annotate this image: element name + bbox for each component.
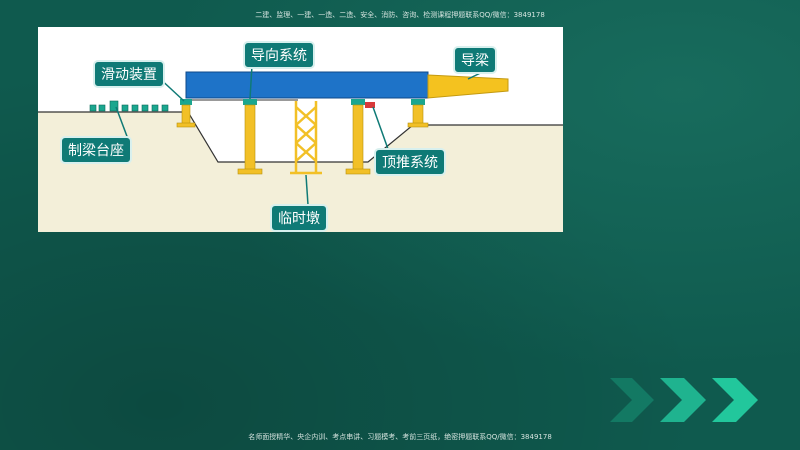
bottom-watermark: 名师面授精华、央企内训、考点串讲、习题模考、考前三页纸，绝密押题联系QQ/微信：… (248, 433, 552, 441)
top-watermark: 二建、监理、一建、一造、二造、安全、消防、咨询、检测课程押题联系QQ/微信：38… (255, 11, 545, 19)
incremental-launching-diagram: 滑动装置 导向系统 导梁 制梁台座 顶推系统 临时墩 (38, 27, 563, 232)
decorative-chevrons (610, 378, 758, 422)
guide-girder (427, 74, 509, 99)
guide-system-label: 导向系统 (243, 41, 315, 69)
diagram-svg (38, 64, 563, 232)
sliding-device-label: 滑动装置 (93, 60, 165, 88)
guide-girder-label: 导梁 (453, 46, 497, 74)
chevron-icon (660, 378, 706, 422)
temporary-pier (290, 101, 322, 175)
pier-jacking (345, 99, 375, 175)
pier-end (407, 99, 429, 128)
chevron-icon (610, 378, 654, 422)
casting-platform-label: 制梁台座 (60, 136, 132, 164)
pier-guide (237, 99, 263, 175)
casting-platform (89, 100, 169, 112)
jacking-system-label: 顶推系统 (374, 148, 446, 176)
main-beam (185, 71, 429, 99)
temporary-pier-label: 临时墩 (270, 204, 328, 232)
pier-sliding (176, 99, 196, 128)
chevron-icon (712, 378, 758, 422)
ground-line (38, 111, 563, 163)
